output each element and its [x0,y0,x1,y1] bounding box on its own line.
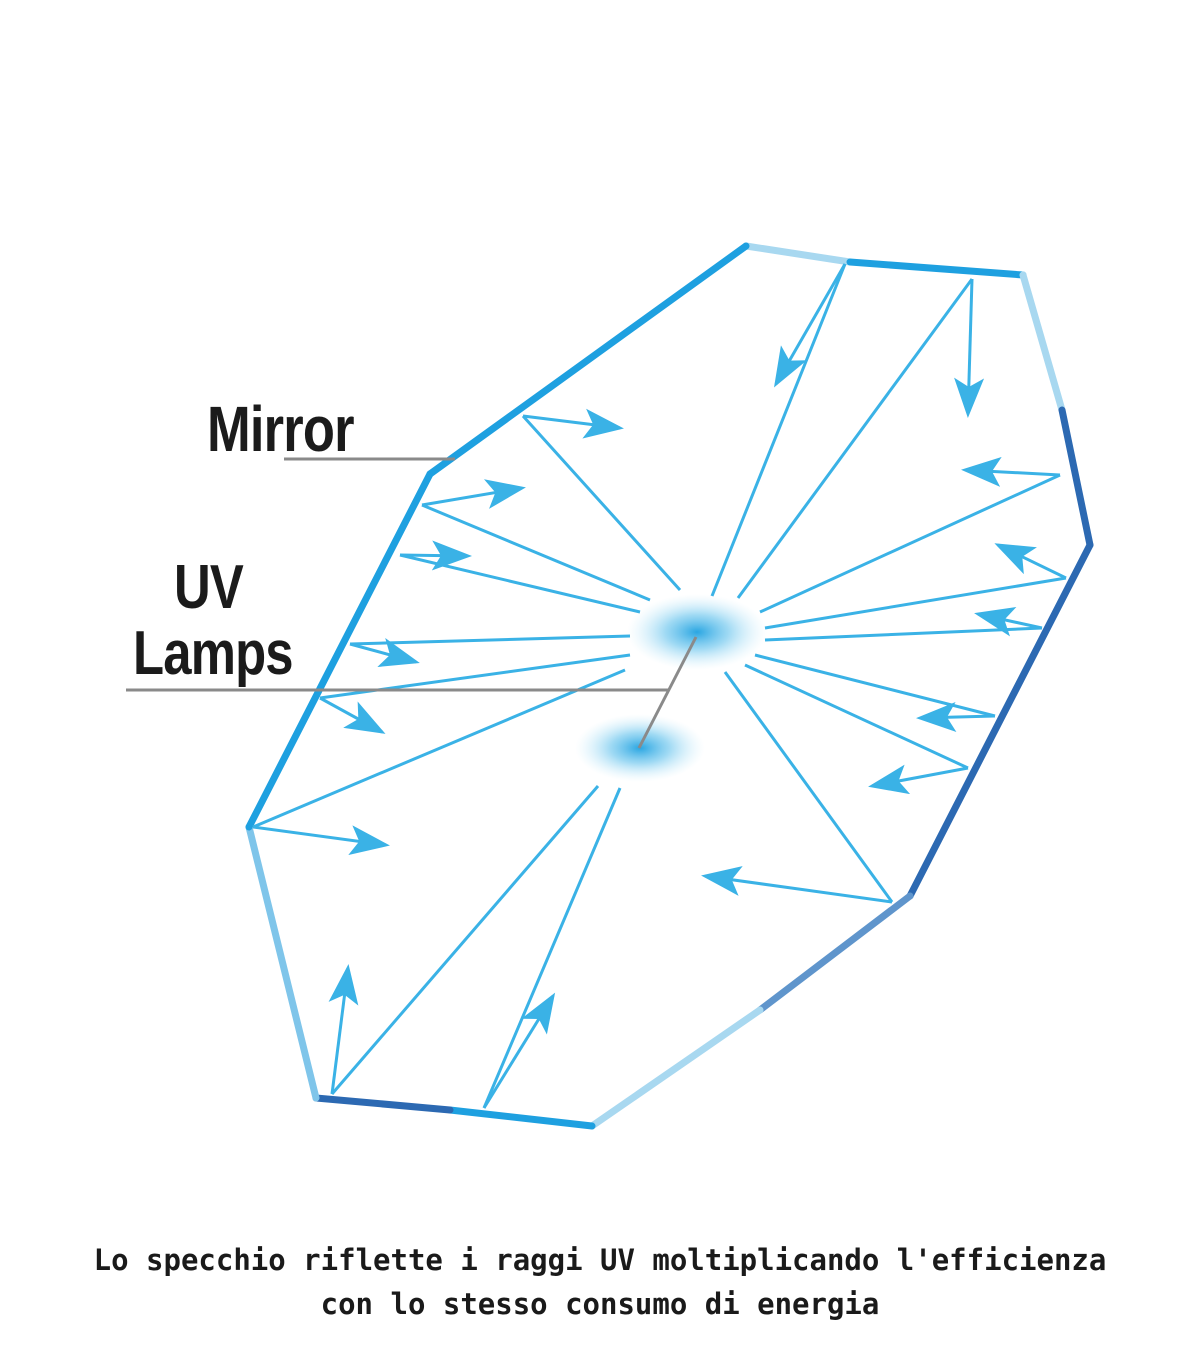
ray [759,473,1061,614]
mirror-outline [245,242,1094,1130]
ray [421,503,651,602]
mirror-edge [588,1006,764,1130]
reflected-ray-arrow-icon [868,764,969,795]
reflected-ray-arrow-icon [349,638,420,667]
reflected-ray-arrow-icon [961,456,1061,487]
reflected-ray-arrow-icon [319,696,386,734]
ray [723,671,894,903]
ray [330,785,600,1095]
mirror-edge [1058,406,1094,549]
lamp-glow-icon [627,594,767,670]
reflected-ray-arrow-icon [916,702,996,733]
mirror-edge [742,242,854,266]
mirror-edge [446,1106,596,1130]
ray [764,626,1043,642]
mirror-edge [906,541,1094,900]
reflected-ray-arrow-icon [701,866,893,904]
mirror-edge [1019,271,1066,414]
mirror-edge [245,823,320,1102]
ray [736,278,974,599]
reflected-ray-arrow-icon [421,479,526,509]
mirror-edge [846,258,1027,279]
reflected-rays [252,263,1067,1109]
reflected-ray-arrow-icon [328,964,359,1095]
mirror-label: Mirror [207,393,355,465]
ray [349,634,631,646]
caption-line-1: Lo specchio riflette i raggi UV moltipli… [93,1243,1107,1277]
leader-lines [126,457,698,749]
lamps-label: Lamps [133,619,294,688]
ray [764,576,1067,630]
ray [319,653,631,700]
mirror-edge [756,892,914,1014]
ray [744,663,969,770]
lamps-leader-line [637,636,698,749]
ray [252,668,626,829]
direct-rays [252,263,1067,1109]
ray [482,787,622,1109]
mirror-edge [245,470,434,831]
reflected-ray-arrow-icon [974,607,1043,637]
reflected-ray-arrow-icon [994,543,1067,580]
reflected-ray-arrow-icon [252,825,390,856]
reflected-ray-arrow-icon [482,992,556,1109]
ray [521,414,682,592]
ray [399,553,641,614]
reflected-ray-arrow-icon [954,278,985,418]
reflected-ray-arrow-icon [399,540,472,571]
ray [710,263,847,597]
uv-label: UV [174,553,244,622]
mirror-edge [312,1094,454,1114]
reflected-ray-arrow-icon [522,408,624,439]
caption: Lo specchio riflette i raggi UV moltipli… [0,1238,1200,1326]
caption-line-2: con lo stesso consumo di energia [320,1287,880,1321]
mirror-edge [426,242,750,478]
reflected-ray-arrow-icon [774,263,847,388]
